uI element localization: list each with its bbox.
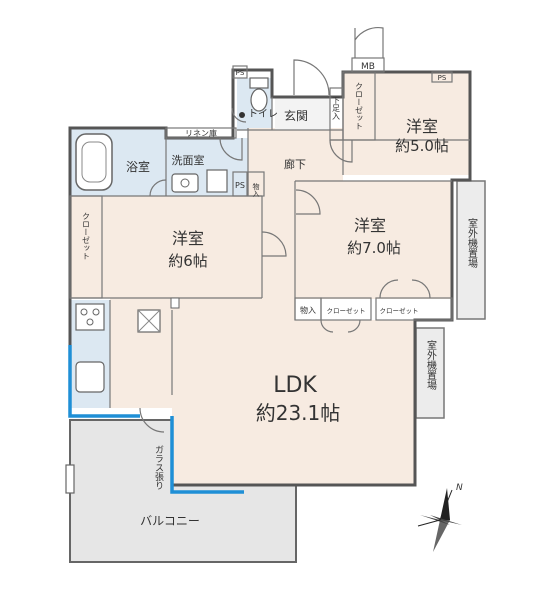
closet-left-label: クローゼット: [82, 212, 91, 260]
ps-top-label: PS: [236, 69, 245, 77]
pillar: [170, 297, 180, 309]
wash-label: 洗面室: [172, 153, 205, 167]
mb-box: [351, 57, 385, 73]
room1-size: 約5.0帖: [395, 137, 449, 155]
vent-cross-icon: [137, 309, 161, 333]
room3-size: 約6帖: [168, 252, 208, 270]
ps-right-label: PS: [438, 74, 447, 82]
mb-door-icon: [354, 27, 384, 58]
ldk-size: 約23.1帖: [256, 401, 341, 425]
entrance-door-icon: [293, 59, 330, 96]
western-room-3-floor: [70, 196, 262, 298]
balcony-rail-stub: [65, 464, 75, 494]
ps-wash-label: PS: [235, 181, 245, 190]
basin-drain-icon: [180, 178, 190, 188]
mb-label: MB: [361, 62, 375, 72]
room1-name: 洋室: [406, 117, 438, 136]
linen-closet: [165, 127, 237, 139]
wash-door-icon: [219, 137, 243, 161]
bathtub-icon: [75, 133, 113, 191]
bath-label: 浴室: [126, 159, 150, 174]
toilet-label: トイレ: [248, 109, 278, 120]
outdoor-unit-pad-1: [456, 180, 486, 320]
closet-door-icon: [379, 279, 431, 299]
ldk-floor: [110, 230, 415, 485]
ps-box-wash: [232, 171, 248, 197]
compass-n-label: N: [456, 483, 463, 493]
burner-icon: [80, 308, 88, 316]
glass-wall-left: [68, 345, 140, 418]
bathtub-inner: [81, 141, 107, 183]
ldk-name: LDK: [273, 373, 317, 398]
kitchen-sink-icon: [75, 361, 105, 393]
closet-door-icon: [320, 319, 361, 333]
entrance-floor: [275, 97, 330, 130]
outdoor-unit-2-label: 室外機置場: [425, 339, 437, 391]
toilet-tank-icon: [249, 77, 269, 89]
burner-icon: [86, 318, 94, 326]
wash-basin-icon: [171, 173, 199, 193]
outdoor-unit-1-label: 室外機置場: [466, 217, 478, 269]
room1-door-icon: [329, 139, 353, 163]
ps-box-top: [232, 65, 248, 79]
closet-top-label: クローゼット: [355, 82, 364, 130]
closet-mid-1-label: クローゼット: [327, 306, 366, 315]
closet-mid-1: [320, 297, 372, 321]
western-room-1-floor: [343, 72, 470, 175]
closet-mid-2-label: クローゼット: [380, 306, 419, 315]
room2-name: 洋室: [354, 216, 386, 235]
storage-2: [247, 171, 265, 197]
toilet-door-icon: [231, 107, 247, 123]
compass-icon: [417, 488, 462, 552]
ps-box-right: [431, 71, 453, 83]
balcony-label: バルコニー: [140, 514, 200, 528]
outdoor-unit-pad-2: [415, 327, 445, 419]
linen-label: リネン庫: [185, 128, 217, 138]
glass-wall-label: ガラス張り: [153, 445, 164, 490]
shoe-storage-label: 下足入: [332, 96, 341, 120]
closet-mid-2: [375, 297, 453, 321]
storage-1-label: 物入: [300, 305, 316, 315]
room3-door-icon: [261, 231, 287, 257]
room2-size: 約7.0帖: [347, 239, 401, 257]
glass-wall-right: [170, 416, 244, 494]
entrance-label: 玄関: [284, 108, 308, 123]
toilet-paper-icon: [239, 112, 245, 118]
burner-icon: [92, 308, 100, 316]
stove-icon: [75, 303, 105, 331]
room2-door-icon: [295, 189, 321, 215]
washing-machine-icon: [206, 169, 228, 193]
hallway-label: 廊下: [284, 157, 306, 171]
room3-name: 洋室: [172, 229, 204, 248]
toilet-bowl-icon: [250, 88, 268, 112]
shoe-storage: [329, 87, 344, 141]
balcony-door-icon: [139, 407, 165, 433]
bath-door-icon: [149, 179, 167, 197]
storage-2-label: 物入: [252, 182, 260, 197]
closet-left: [69, 195, 103, 299]
